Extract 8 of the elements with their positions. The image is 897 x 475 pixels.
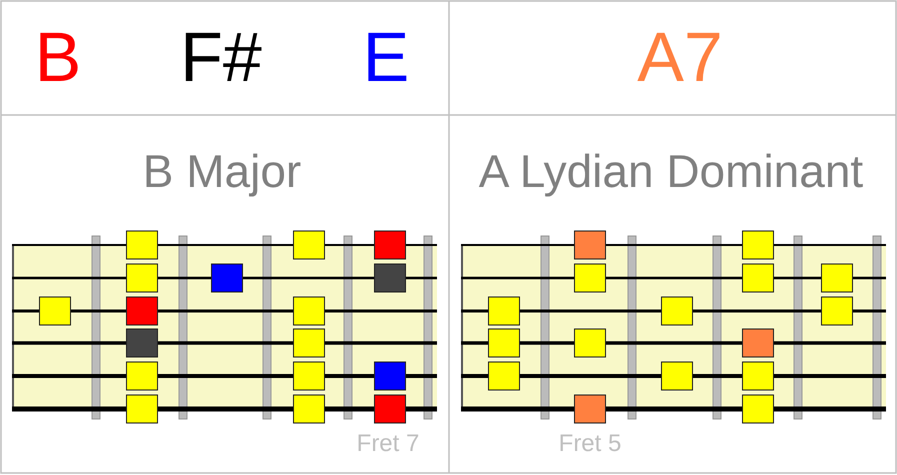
chord-name: A7	[637, 22, 723, 92]
scale-name: B Major	[142, 148, 302, 194]
fret-label: Fret 5	[558, 432, 622, 456]
fret-label: Fret 7	[356, 432, 420, 456]
chord-name: F#	[180, 22, 262, 92]
chord-name: E	[362, 22, 410, 92]
scale-name: A Lydian Dominant	[478, 148, 864, 194]
chord-name: B	[34, 22, 82, 92]
